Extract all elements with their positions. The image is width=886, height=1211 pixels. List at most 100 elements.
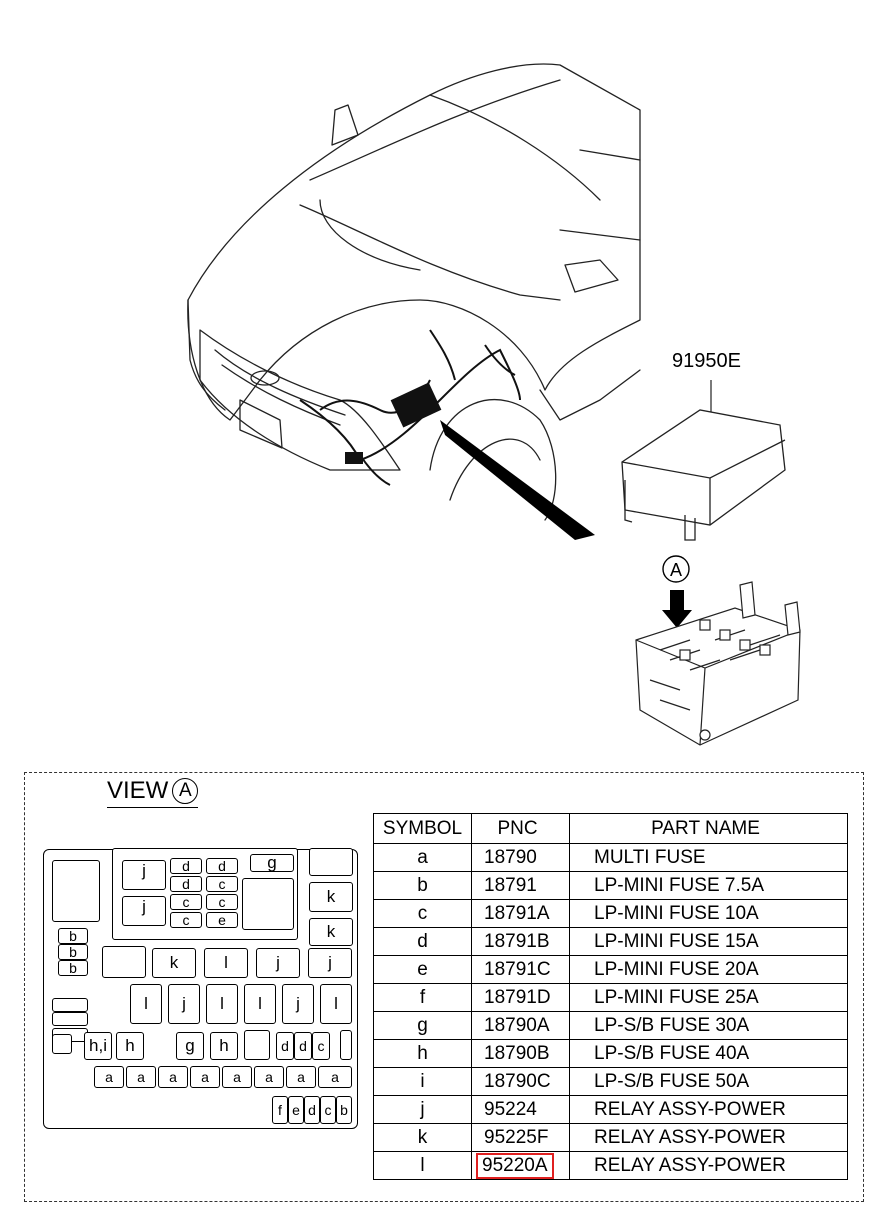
relay-slot: l	[206, 984, 238, 1024]
fuse-slot: d	[294, 1032, 312, 1060]
fuse-slot: g	[250, 854, 294, 872]
pnc-cell: 18791B	[471, 927, 570, 956]
car-wiring-diagram: A	[187, 63, 801, 746]
symbol-cell: k	[373, 1123, 472, 1152]
part-name-cell: LP-S/B FUSE 30A	[569, 1011, 848, 1040]
symbol-cell: i	[373, 1067, 472, 1096]
relay-slot: l	[244, 984, 276, 1024]
fuse-slot: a	[190, 1066, 220, 1088]
relay-slot: l	[130, 984, 162, 1024]
pnc-highlight: 95220A	[476, 1152, 554, 1179]
pnc-cell: 18790C	[471, 1067, 570, 1096]
symbol-cell: d	[373, 927, 472, 956]
fuse-slot: f	[272, 1096, 288, 1124]
symbol-cell: a	[373, 843, 472, 872]
fuse-slot: h	[210, 1032, 238, 1060]
fuse-slot: a	[254, 1066, 284, 1088]
relay-slot: l	[320, 984, 352, 1024]
part-name-cell: RELAY ASSY-POWER	[569, 1095, 848, 1124]
fuse-slot: c	[206, 876, 238, 892]
relay-slot: j	[256, 948, 300, 978]
fuse-slot: a	[126, 1066, 156, 1088]
relay-slot: j	[308, 948, 352, 978]
header-symbol: SYMBOL	[373, 813, 472, 844]
pnc-cell: 18791	[471, 871, 570, 900]
part-name-cell: LP-MINI FUSE 25A	[569, 983, 848, 1012]
fuse-block-body	[635, 607, 801, 746]
symbol-cell: f	[373, 983, 472, 1012]
fuse-slot: h	[116, 1032, 144, 1060]
fuse-slot: e	[288, 1096, 304, 1124]
fuse-slot: a	[286, 1066, 316, 1088]
fuse-slot: d	[304, 1096, 320, 1124]
part-name-cell: LP-S/B FUSE 50A	[569, 1067, 848, 1096]
pnc-cell: 18791A	[471, 899, 570, 928]
fuse-slot: a	[318, 1066, 352, 1088]
fuse-slot: b	[58, 928, 88, 944]
relay-slot: k	[152, 948, 196, 978]
fuse-slot: d	[170, 876, 202, 892]
symbol-cell: b	[373, 871, 472, 900]
symbol-cell: j	[373, 1095, 472, 1124]
fuse-slot: b	[58, 960, 88, 976]
header-pnc: PNC	[471, 813, 570, 844]
fuse-slot: e	[206, 912, 238, 928]
part-name-cell: LP-MINI FUSE 20A	[569, 955, 848, 984]
pnc-cell: 95225F	[471, 1123, 570, 1152]
table-header-row: SYMBOL PNC PART NAME	[373, 813, 848, 844]
pnc-cell: 18790B	[471, 1039, 570, 1068]
pnc-cell: 18790	[471, 843, 570, 872]
fuse-slot: c	[320, 1096, 336, 1124]
fuse-slot: g	[176, 1032, 204, 1060]
pnc-cell: 18791C	[471, 955, 570, 984]
fuse-slot: b	[58, 944, 88, 960]
relay-slot: k	[309, 882, 353, 912]
fuse-box-cover	[621, 409, 786, 526]
header-part-name: PART NAME	[569, 813, 848, 844]
view-marker-a: A	[670, 560, 682, 580]
fuse-box-layout: j j d d d c c c c e g k k b b b k l j j …	[43, 848, 358, 1129]
relay-slot: j	[282, 984, 314, 1024]
pnc-cell-highlighted: 95220A	[471, 1151, 570, 1180]
fuse-slot: c	[170, 894, 202, 910]
car-body-outline	[187, 63, 641, 421]
fuse-slot: j	[122, 860, 166, 890]
relay-slot: l	[204, 948, 248, 978]
relay-slot: k	[309, 918, 353, 946]
symbol-cell: g	[373, 1011, 472, 1040]
part-name-cell: LP-MINI FUSE 10A	[569, 899, 848, 928]
pnc-cell: 95224	[471, 1095, 570, 1124]
fuse-slot: d	[276, 1032, 294, 1060]
fuse-slot: b	[336, 1096, 352, 1124]
arrow-down-icon	[662, 590, 692, 628]
fuse-slot: d	[206, 858, 238, 874]
leader-band	[440, 420, 595, 540]
fuse-slot: c	[312, 1032, 330, 1060]
part-name-cell: LP-S/B FUSE 40A	[569, 1039, 848, 1068]
part-name-cell: RELAY ASSY-POWER	[569, 1123, 848, 1152]
symbol-cell: l	[373, 1151, 472, 1180]
part-name-cell: LP-MINI FUSE 7.5A	[569, 871, 848, 900]
fuse-slot: a	[94, 1066, 124, 1088]
symbol-cell: e	[373, 955, 472, 984]
pnc-cell: 18791D	[471, 983, 570, 1012]
part-name-cell: RELAY ASSY-POWER	[569, 1151, 848, 1180]
fuse-slot: j	[122, 896, 166, 926]
fuse-slot: a	[222, 1066, 252, 1088]
fuse-slot: c	[170, 912, 202, 928]
relay-slot: j	[168, 984, 200, 1024]
